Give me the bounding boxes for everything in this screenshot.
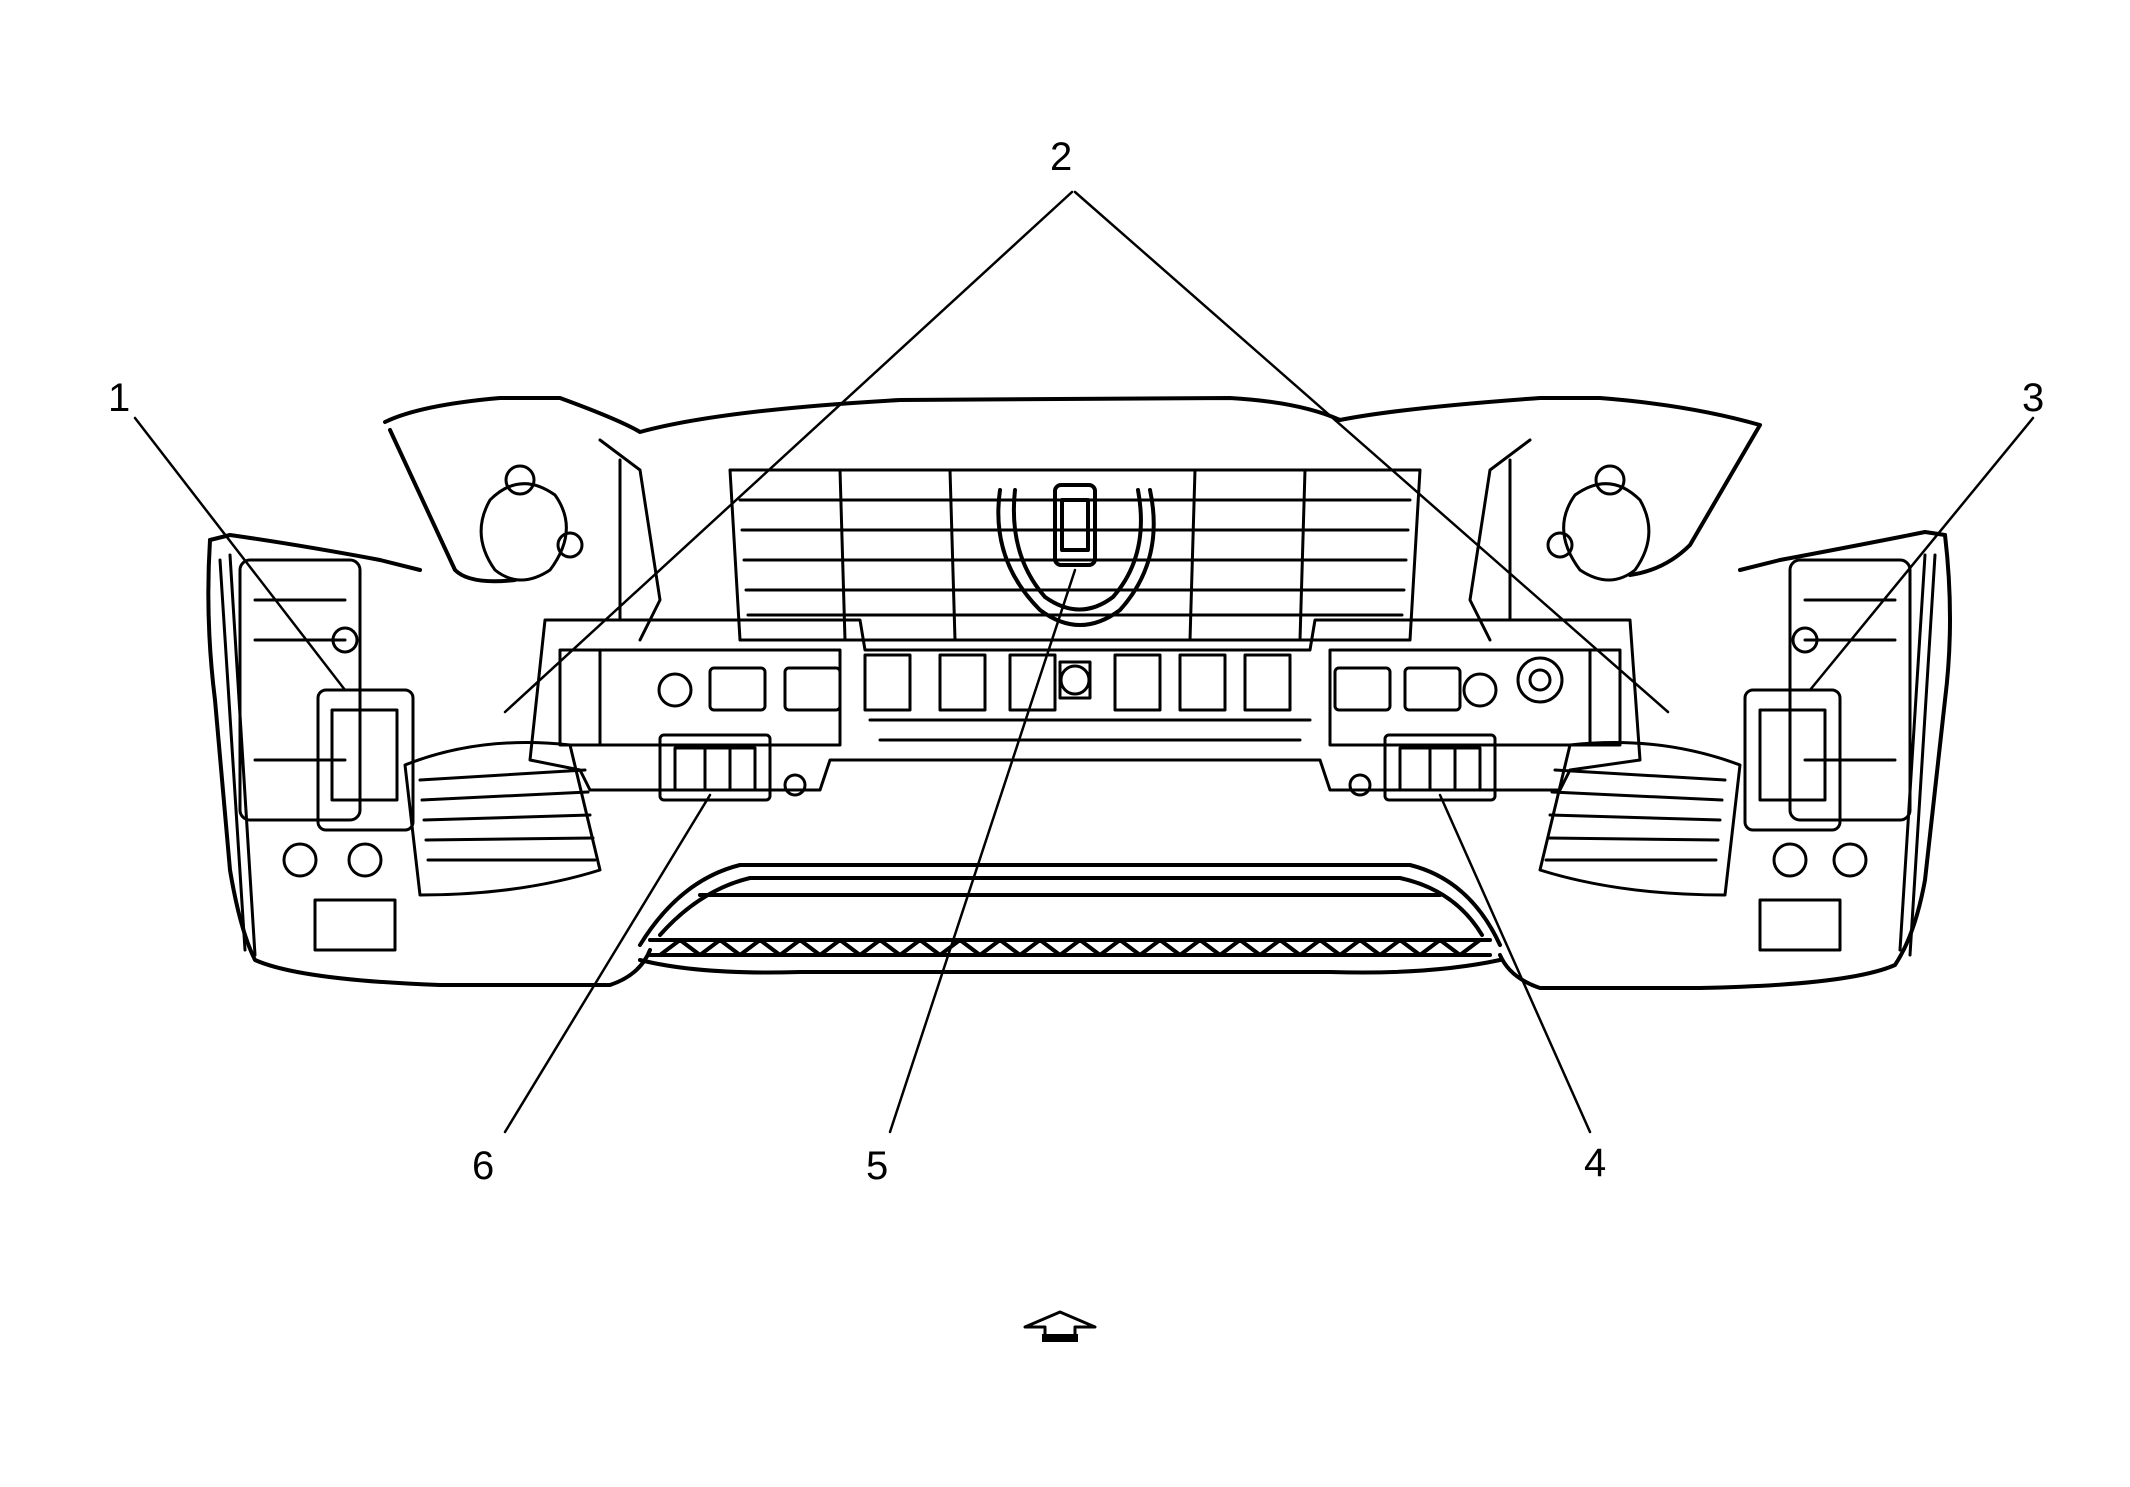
bumper-absorber bbox=[528, 618, 1642, 792]
left-lower-grille bbox=[403, 741, 602, 897]
leader-5 bbox=[888, 568, 1077, 1134]
left-sensor-module bbox=[658, 733, 807, 802]
callout-4: 4 bbox=[1584, 1141, 1607, 1185]
right-fog-lamp-assembly bbox=[1743, 553, 1937, 957]
leader-2b bbox=[1073, 190, 1670, 714]
right-lower-grille bbox=[1538, 741, 1742, 897]
leader-6 bbox=[503, 793, 712, 1134]
callout-6: 6 bbox=[472, 1144, 495, 1188]
right-sensor-module bbox=[1348, 733, 1497, 802]
emblem-ring bbox=[996, 483, 1156, 627]
lower-air-dam bbox=[638, 863, 1502, 957]
leader-1 bbox=[133, 416, 347, 692]
callout-3: 3 bbox=[2022, 376, 2045, 420]
forward-arrow-icon bbox=[1023, 1310, 1097, 1342]
callout-1: 1 bbox=[108, 376, 131, 420]
leader-2a bbox=[503, 190, 1074, 714]
leader-4 bbox=[1438, 793, 1592, 1134]
upper-right-bracket bbox=[1468, 438, 1651, 642]
callout-5: 5 bbox=[866, 1144, 889, 1188]
upper-grille bbox=[728, 468, 1422, 642]
left-fog-lamp-assembly bbox=[218, 553, 415, 957]
bumper-fascia bbox=[206, 396, 1952, 990]
callout-2: 2 bbox=[1050, 135, 1073, 179]
upper-left-bracket bbox=[479, 438, 662, 642]
leader-3 bbox=[1808, 416, 2035, 692]
leader-lines bbox=[133, 190, 2035, 1134]
